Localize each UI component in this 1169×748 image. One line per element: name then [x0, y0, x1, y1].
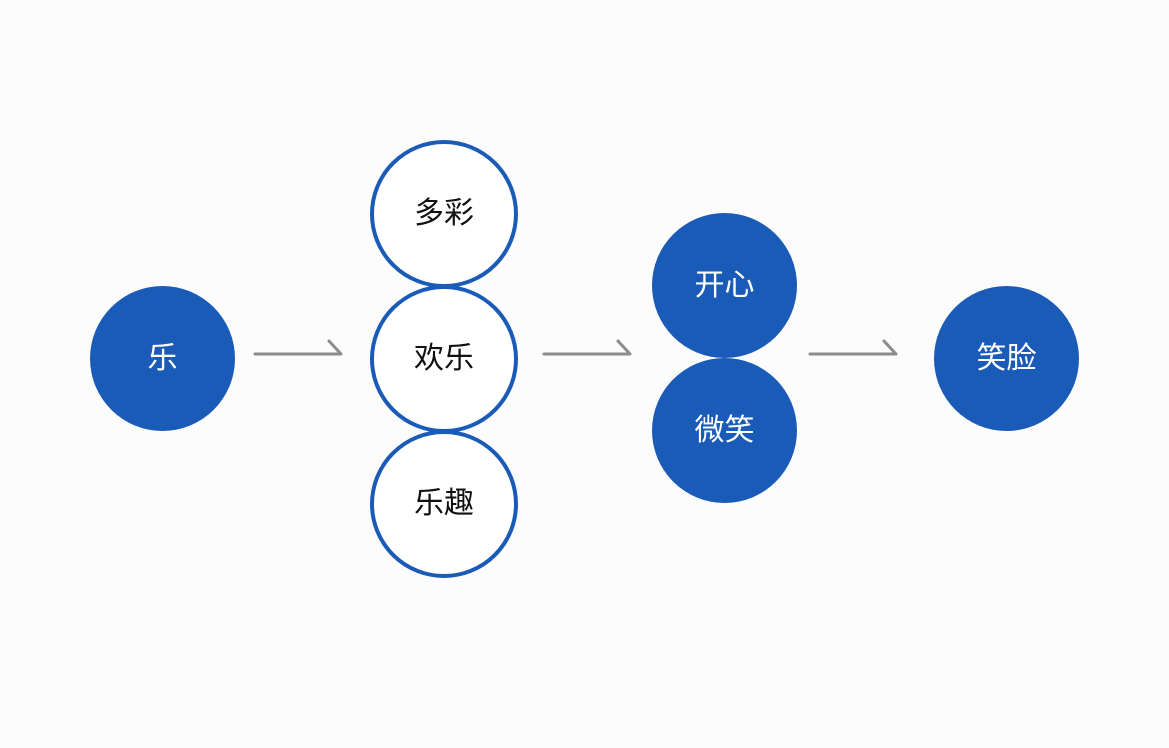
node-group2-top: 开心 — [652, 213, 797, 358]
node-source-label: 乐 — [147, 340, 178, 376]
node-group1-top-label: 多彩 — [414, 196, 474, 231]
arrow-1 — [253, 339, 343, 356]
node-group1-bottom-label: 乐趣 — [414, 486, 474, 521]
node-group1-top: 多彩 — [370, 140, 518, 288]
node-group2-bottom: 微笑 — [652, 358, 797, 503]
node-group1-middle: 欢乐 — [370, 285, 518, 433]
arrow-2 — [542, 339, 632, 356]
node-source: 乐 — [90, 286, 235, 431]
arrow-3 — [808, 339, 898, 356]
node-result-label: 笑脸 — [976, 340, 1037, 376]
node-group1-middle-label: 欢乐 — [414, 341, 474, 376]
node-group2-top-label: 开心 — [694, 267, 755, 303]
node-group1-bottom: 乐趣 — [370, 430, 518, 578]
node-result: 笑脸 — [934, 286, 1079, 431]
node-group2-bottom-label: 微笑 — [694, 412, 755, 448]
